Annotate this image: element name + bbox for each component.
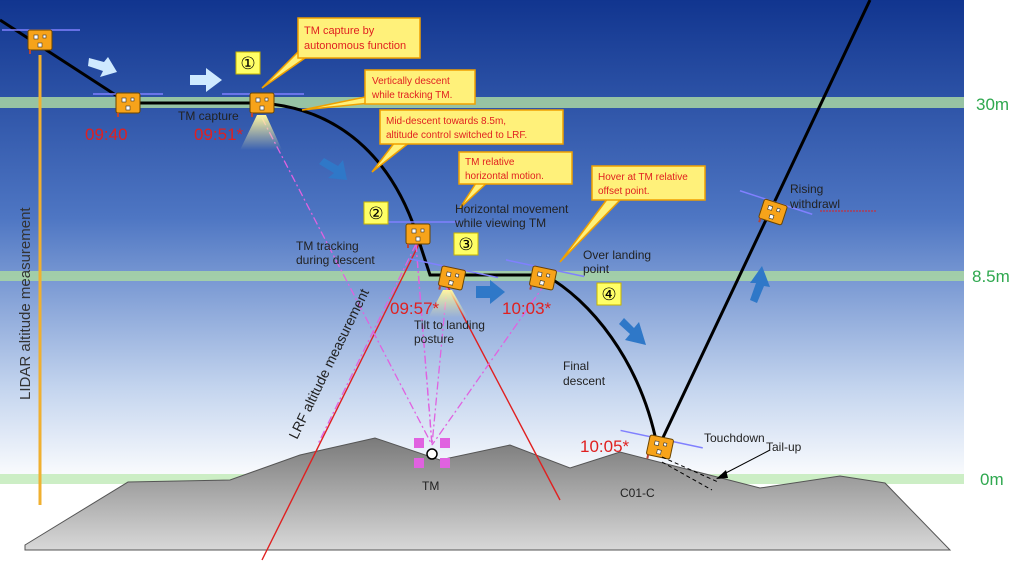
rising-line2: withdrawl xyxy=(789,197,840,211)
time-1: 09:40 xyxy=(85,125,128,144)
callout-3-line1: Mid-descent towards 8.5m, xyxy=(386,116,506,127)
altitude-8_5m: 8.5m xyxy=(972,267,1010,286)
callout-2-line1: Vertically descent xyxy=(372,76,450,87)
rising-line1: Rising xyxy=(790,182,823,196)
callout-4-line1: TM relative xyxy=(465,157,515,168)
tail-up-lines xyxy=(661,456,719,491)
tail-up-arrowhead xyxy=(716,470,728,479)
horiz-move-line2: while viewing TM xyxy=(454,216,546,230)
callout-1: TM capture by autonomous function xyxy=(261,17,421,89)
callout-5: Hover at TM relative offset point. xyxy=(559,165,706,263)
svg-text:②: ② xyxy=(368,204,383,223)
over-landing-line1: Over landing xyxy=(583,248,651,262)
time-2: 09:51* xyxy=(194,125,244,144)
touchdown-label: Touchdown xyxy=(704,431,765,445)
svg-text:③: ③ xyxy=(458,235,473,254)
final-descent-line2: descent xyxy=(563,374,606,388)
tm-tracking-line2: during descent xyxy=(296,253,375,267)
tm-label: TM xyxy=(422,479,439,493)
time-5: 10:05* xyxy=(580,437,630,456)
over-landing-line2: point xyxy=(583,262,610,276)
time-3: 09:57* xyxy=(390,299,440,318)
tilt-line2: posture xyxy=(414,332,454,346)
callout-2-line2: while tracking TM. xyxy=(371,90,452,101)
callout-3: Mid-descent towards 8.5m, altitude contr… xyxy=(371,109,564,173)
tm-capture-label: TM capture xyxy=(178,109,239,123)
altitude-0m: 0m xyxy=(980,470,1004,489)
callout-3-line2: altitude control switched to LRF. xyxy=(386,130,527,141)
site-label: C01-C xyxy=(620,486,655,500)
callout-5-line2: offset point. xyxy=(598,186,650,197)
probe-3 xyxy=(222,92,304,118)
callout-1-line2: autonomous function xyxy=(304,40,406,52)
callout-4-line2: horizontal motion. xyxy=(465,171,544,182)
final-descent-line1: Final xyxy=(563,359,589,373)
tilt-line1: Tilt to landing xyxy=(414,318,485,332)
probe-5 xyxy=(409,258,499,296)
step-marker-3: ③ xyxy=(453,232,479,256)
probe-4 xyxy=(378,221,458,249)
lrf-line-1 xyxy=(261,243,420,561)
probe-1 xyxy=(2,29,80,55)
light-cone-2 xyxy=(428,290,468,318)
callout-5-line1: Hover at TM relative xyxy=(598,172,688,183)
svg-text:①: ① xyxy=(240,54,255,73)
light-cone-1 xyxy=(240,115,282,150)
callout-1-line1: TM capture by xyxy=(304,25,375,37)
probe-6 xyxy=(505,259,585,296)
probe-7 xyxy=(620,429,703,465)
step-marker-4: ④ xyxy=(596,282,622,306)
probe-2 xyxy=(93,92,163,118)
terrain xyxy=(24,437,952,551)
motion-arrows xyxy=(88,57,770,345)
tail-up-label: Tail-up xyxy=(766,440,802,454)
step-marker-1: ① xyxy=(235,51,261,75)
rising-path xyxy=(657,0,872,447)
time-4: 10:03* xyxy=(502,299,552,318)
step-marker-2: ② xyxy=(363,201,389,225)
lidar-label: LIDAR altitude measurement xyxy=(17,207,34,400)
callout-4: TM relative horizontal motion. xyxy=(458,151,573,209)
tm-tracking-lines xyxy=(261,117,546,446)
svg-text:④: ④ xyxy=(601,285,616,304)
tm-tracking-line1: TM tracking xyxy=(296,239,359,253)
tail-up-pointer xyxy=(719,449,771,477)
lrf-line-2 xyxy=(447,286,561,501)
band-30m xyxy=(0,97,964,108)
probe-8 xyxy=(739,190,813,231)
altitude-30m: 30m xyxy=(976,95,1009,114)
horiz-move-line1: Horizontal movement xyxy=(455,202,569,216)
target-marker xyxy=(414,438,450,468)
sky-background xyxy=(0,0,964,484)
callout-2: Vertically descent while tracking TM. xyxy=(301,69,476,111)
